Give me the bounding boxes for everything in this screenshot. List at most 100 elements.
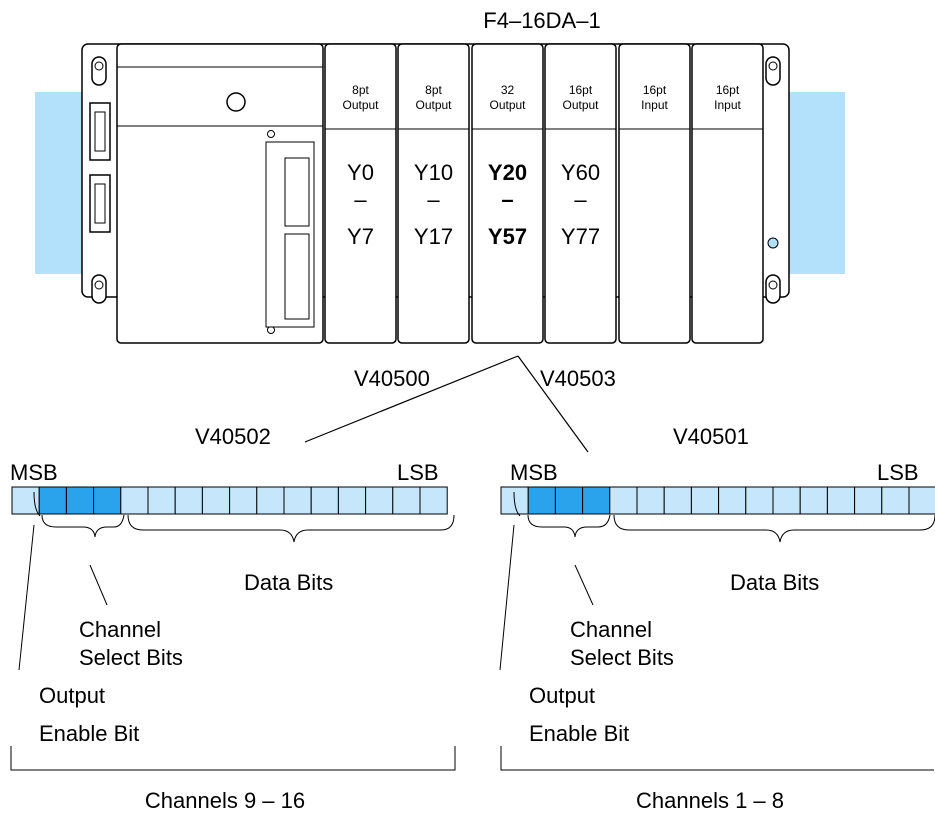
data-bit <box>256 486 285 515</box>
data-bits-label: Data Bits <box>244 570 333 595</box>
slot-address-start: Y10 <box>414 160 453 185</box>
select-label-line2: Select Bits <box>79 645 183 670</box>
slot-address-dash: – <box>574 187 587 212</box>
comm-port-icon <box>89 174 111 233</box>
channels-bracket <box>500 746 934 771</box>
data-bit <box>718 486 747 515</box>
data-bit <box>201 486 231 515</box>
data-bit <box>609 486 638 515</box>
slot-direction-label: Output <box>562 98 599 112</box>
data-bit <box>392 486 421 515</box>
channels-label: Channels 1 – 8 <box>636 788 784 813</box>
slot-address-start: Y20 <box>488 160 527 185</box>
data-bit <box>174 486 203 515</box>
data-bit <box>908 486 935 515</box>
data-bit <box>745 486 774 515</box>
slot-type-label: 8pt <box>352 83 369 97</box>
mount-hole-icon <box>765 274 781 304</box>
data-bit <box>772 486 801 515</box>
lsb-label: LSB <box>877 460 919 485</box>
enable-bit-brace <box>513 491 521 517</box>
enable-label-line1: Output <box>529 683 595 708</box>
enable-pointer-line <box>18 524 35 671</box>
enable-pointer-line <box>499 524 515 671</box>
channels-label: Channels 9 – 16 <box>145 788 305 813</box>
data-bit <box>799 486 828 515</box>
vmem-label-v40500: V40500 <box>354 366 430 391</box>
slot-address-start: Y60 <box>561 160 600 185</box>
data-bit <box>854 486 883 515</box>
slot-address-end: Y7 <box>347 224 374 249</box>
channel-select-brace <box>41 514 125 538</box>
cpu-module <box>116 43 324 344</box>
channel-select-bit <box>527 486 556 515</box>
channel-select-bit <box>65 486 95 515</box>
slot-type-label: 16pt <box>716 83 740 97</box>
bit-row <box>11 486 448 515</box>
data-bit <box>310 486 339 515</box>
bit-word-left: MSB LSB Data Bits Channel Select Bits Ou… <box>10 460 456 813</box>
channel-select-bit <box>554 486 584 515</box>
mount-hole-icon <box>91 56 107 86</box>
data-bit <box>229 486 258 515</box>
pointer-line-left <box>304 355 519 443</box>
slot-address-dash: – <box>427 187 440 212</box>
lsb-label: LSB <box>397 460 439 485</box>
data-bit <box>690 486 720 515</box>
data-bit <box>120 486 149 515</box>
vmem-label-v40503: V40503 <box>540 366 616 391</box>
din-rail-left <box>35 92 83 274</box>
slot-address-end: Y57 <box>488 224 527 249</box>
data-bit <box>337 486 367 515</box>
module-title: F4–16DA–1 <box>483 8 600 33</box>
select-label-line2: Select Bits <box>570 645 674 670</box>
output-enable-bit <box>11 486 40 515</box>
enable-bit-brace <box>33 491 41 517</box>
slot-direction-label: Input <box>714 98 741 112</box>
data-bit <box>663 486 692 515</box>
data-bit <box>147 486 176 515</box>
slot-address-dash: – <box>354 187 367 212</box>
channel-select-brace <box>527 514 611 538</box>
slot-address-start: Y0 <box>347 160 374 185</box>
data-bit <box>365 486 394 515</box>
channel-select-bit <box>582 486 611 515</box>
vmem-label-v40501: V40501 <box>673 424 749 449</box>
data-bit <box>283 486 312 515</box>
data-bits-brace <box>127 514 455 543</box>
slot-address-end: Y77 <box>561 224 600 249</box>
data-bits-label: Data Bits <box>730 570 819 595</box>
data-bit <box>636 486 665 515</box>
din-rail-right <box>787 92 845 274</box>
mount-hole-icon <box>91 274 107 304</box>
select-label-line1: Channel <box>570 617 652 642</box>
bit-word-right: MSB LSB Data Bits Channel Select Bits Ou… <box>499 460 935 813</box>
msb-label: MSB <box>510 460 558 485</box>
bit-row <box>500 486 935 515</box>
channel-select-bit <box>93 486 122 515</box>
data-bit <box>419 486 448 515</box>
slot-type-label: 8pt <box>425 83 442 97</box>
select-pointer-line <box>89 564 108 606</box>
slot-direction-label: Input <box>641 98 668 112</box>
vmem-label-v40502: V40502 <box>195 424 271 449</box>
channel-select-bit <box>38 486 67 515</box>
slot-direction-label: Output <box>415 98 452 112</box>
slot-type-label: 16pt <box>643 83 667 97</box>
pointer-line-right <box>517 355 589 453</box>
slot-type-label: 32 <box>501 83 515 97</box>
data-bit <box>826 486 856 515</box>
select-label-line1: Channel <box>79 617 161 642</box>
data-bits-brace <box>613 514 935 543</box>
slot-direction-label: Output <box>342 98 379 112</box>
data-bit <box>881 486 910 515</box>
slot-type-label: 16pt <box>569 83 593 97</box>
slot-address-dash: – <box>501 187 513 212</box>
enable-label-line2: Enable Bit <box>39 721 139 746</box>
